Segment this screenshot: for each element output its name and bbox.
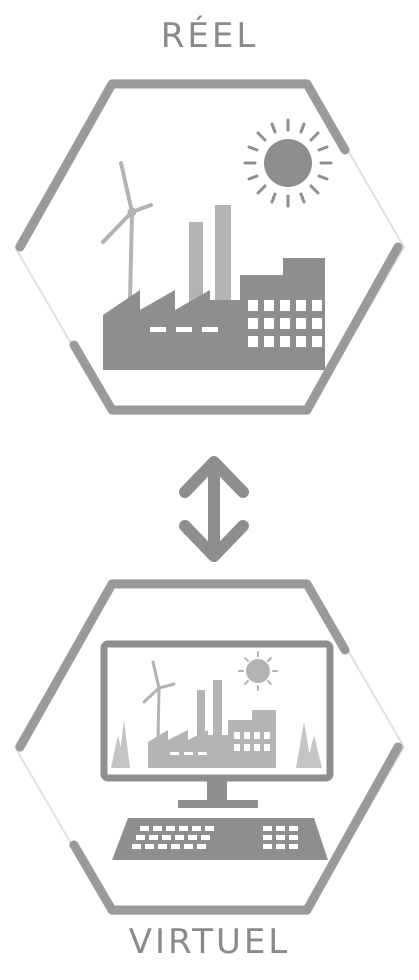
sun-small-icon [238, 651, 278, 691]
wind-turbine-icon [101, 161, 153, 302]
factory-building [103, 258, 325, 370]
sun-icon [243, 118, 333, 208]
computer-with-virtual-factory-icon [100, 640, 334, 860]
bidirectional-vertical-arrow-icon [179, 456, 249, 562]
chimney-right [215, 205, 231, 312]
factory-with-wind-turbine-and-sun-icon [101, 118, 333, 370]
label-real: RÉEL [160, 16, 259, 56]
label-virtual: VIRTUEL [128, 922, 291, 962]
factory-dashes [150, 327, 218, 332]
hexagon-frame-top [13, 79, 406, 415]
wind-turbine-small-icon [142, 660, 176, 742]
hexagon-frame-bottom [13, 579, 406, 915]
monitor-icon [100, 640, 334, 782]
factory-windows [248, 300, 322, 347]
trees-icon [111, 720, 322, 768]
chimney-left [189, 222, 203, 312]
monitor-stand [207, 781, 227, 803]
keyboard-icon [112, 818, 328, 860]
monitor-base [178, 800, 258, 808]
